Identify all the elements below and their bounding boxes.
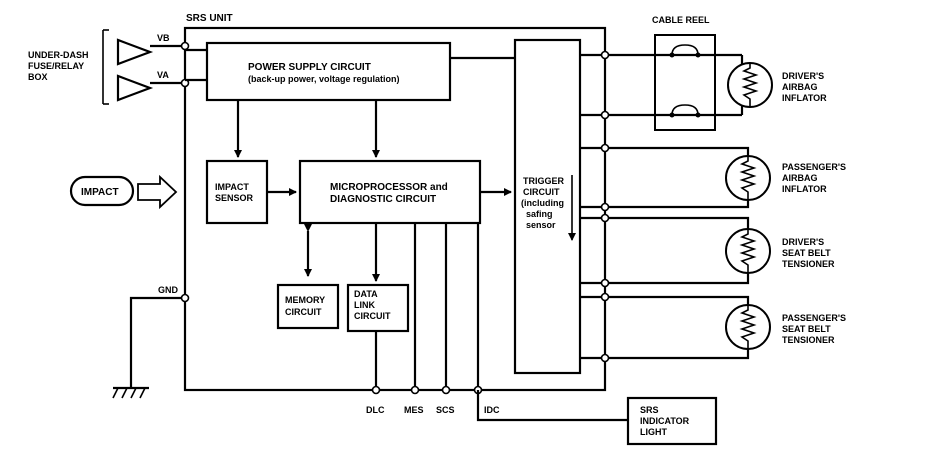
cable-reel bbox=[609, 34, 742, 131]
power-supply-circuit bbox=[205, 41, 452, 102]
passengers-airbag-label-1: PASSENGER'S bbox=[782, 162, 846, 172]
passengers-tensioner-label-1: PASSENGER'S bbox=[782, 313, 846, 323]
indicator-label-2: INDICATOR bbox=[640, 416, 690, 426]
drivers-airbag-label-1: DRIVER'S bbox=[782, 71, 824, 81]
srs-unit-label: SRS UNIT bbox=[186, 13, 233, 24]
terminal-mes bbox=[410, 385, 420, 395]
passengers-airbag-inflator bbox=[609, 146, 771, 209]
fuse-relay-bracket bbox=[102, 29, 109, 105]
passengers-seat-belt-tensioner bbox=[609, 295, 771, 360]
trigger-label-3: (including bbox=[521, 198, 564, 208]
terminal-scs bbox=[441, 385, 451, 395]
fuse-relay-label-1: UNDER-DASH bbox=[28, 50, 89, 60]
trigger-circuit bbox=[513, 38, 582, 375]
vb-input-triangle bbox=[116, 38, 190, 66]
drivers-seat-belt-tensioner bbox=[609, 216, 771, 285]
va-label: VA bbox=[157, 70, 169, 80]
cable-reel-label: CABLE REEL bbox=[652, 15, 710, 25]
gnd-label: GND bbox=[158, 285, 179, 295]
passengers-airbag-label-3: INFLATOR bbox=[782, 184, 827, 194]
impact-sensor-label-2: SENSOR bbox=[215, 193, 254, 203]
output-wires bbox=[580, 50, 610, 363]
impact-sensor bbox=[205, 159, 269, 225]
impact-pill bbox=[69, 175, 135, 207]
dlc-label: DLC bbox=[366, 405, 385, 415]
trigger-label-2: CIRCUIT bbox=[523, 187, 560, 197]
drivers-airbag-label-2: AIRBAG bbox=[782, 82, 818, 92]
indicator-label-3: LIGHT bbox=[640, 427, 667, 437]
ground-icon bbox=[112, 386, 149, 399]
power-supply-subtitle: (back-up power, voltage regulation) bbox=[248, 74, 400, 84]
impact-sensor-label-1: IMPACT bbox=[215, 182, 249, 192]
va-input-triangle bbox=[116, 74, 190, 102]
idc-label: IDC bbox=[484, 405, 500, 415]
drivers-tensioner-label-1: DRIVER'S bbox=[782, 237, 824, 247]
passengers-airbag-label-2: AIRBAG bbox=[782, 173, 818, 183]
data-link-label-3: CIRCUIT bbox=[354, 311, 391, 321]
drivers-airbag-inflator bbox=[727, 55, 773, 115]
passengers-tensioner-label-2: SEAT BELT bbox=[782, 324, 831, 334]
srs-indicator-light bbox=[626, 396, 718, 446]
trigger-label-1: TRIGGER bbox=[523, 176, 565, 186]
memory-circuit bbox=[276, 283, 340, 330]
impact-arrow-icon bbox=[137, 174, 178, 210]
data-link-label-2: LINK bbox=[354, 300, 375, 310]
scs-label: SCS bbox=[436, 405, 455, 415]
microprocessor-label-2: DIAGNOSTIC CIRCUIT bbox=[330, 194, 436, 205]
trigger-label-5: sensor bbox=[526, 220, 556, 230]
data-link-circuit bbox=[346, 283, 410, 333]
passengers-tensioner-label-3: TENSIONER bbox=[782, 335, 835, 345]
fuse-relay-label-2: FUSE/RELAY bbox=[28, 61, 84, 71]
data-link-label-1: DATA bbox=[354, 289, 378, 299]
microprocessor-circuit bbox=[298, 159, 482, 225]
memory-label-1: MEMORY bbox=[285, 295, 325, 305]
impact-label: IMPACT bbox=[81, 187, 119, 198]
memory-label-2: CIRCUIT bbox=[285, 307, 322, 317]
fuse-relay-label-3: BOX bbox=[28, 72, 48, 82]
terminal-dlc bbox=[371, 385, 381, 395]
power-supply-title: POWER SUPPLY CIRCUIT bbox=[248, 62, 371, 73]
drivers-tensioner-label-2: SEAT BELT bbox=[782, 248, 831, 258]
trigger-label-4: safing bbox=[526, 209, 553, 219]
vb-label: VB bbox=[157, 33, 170, 43]
drivers-airbag-label-3: INFLATOR bbox=[782, 93, 827, 103]
drivers-tensioner-label-3: TENSIONER bbox=[782, 259, 835, 269]
microprocessor-label-1: MICROPROCESSOR and bbox=[330, 182, 448, 193]
indicator-label-1: SRS bbox=[640, 405, 659, 415]
mes-label: MES bbox=[404, 405, 424, 415]
